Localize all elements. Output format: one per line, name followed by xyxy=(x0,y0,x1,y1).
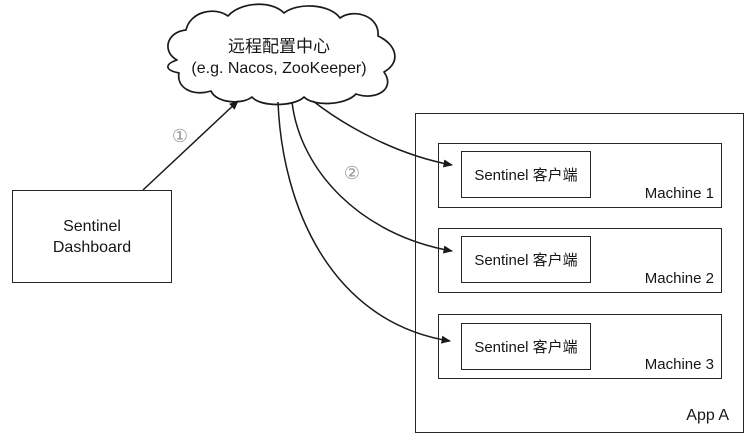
machine-2-node: Machine 2 xyxy=(438,228,722,293)
app-a-label: App A xyxy=(686,407,729,424)
sentinel-client-3-node: Sentinel 客户端 xyxy=(461,323,591,370)
arrow-config-center-to-machine-3 xyxy=(277,101,451,344)
machine-3-label: Machine 3 xyxy=(644,356,714,373)
arrow-dashboard-to-config-center xyxy=(142,100,239,191)
app-a-container: App A xyxy=(415,113,744,433)
sentinel-client-1-node: Sentinel 客户端 xyxy=(461,151,591,198)
arrow-config-center-to-machine-2 xyxy=(291,101,453,254)
machine-3-node: Machine 3 xyxy=(438,314,722,379)
step-2-badge: ② xyxy=(343,162,361,183)
config-center-cloud-label: 远程配置中心 (e.g. Nacos, ZooKeeper) xyxy=(160,36,398,80)
config-center-subtitle: (e.g. Nacos, ZooKeeper) xyxy=(191,60,367,77)
sentinel-dashboard-node: Sentinel Dashboard xyxy=(12,190,172,283)
sentinel-client-2-node: Sentinel 客户端 xyxy=(461,236,591,283)
machine-1-label: Machine 1 xyxy=(644,185,714,202)
machine-2-label: Machine 2 xyxy=(644,270,714,287)
arrow-config-center-to-machine-1 xyxy=(312,100,453,168)
config-center-title: 远程配置中心 xyxy=(228,37,330,56)
cloud-shape xyxy=(167,3,396,106)
step-1-badge: ① xyxy=(171,125,189,146)
machine-1-node: Machine 1 xyxy=(438,143,722,208)
